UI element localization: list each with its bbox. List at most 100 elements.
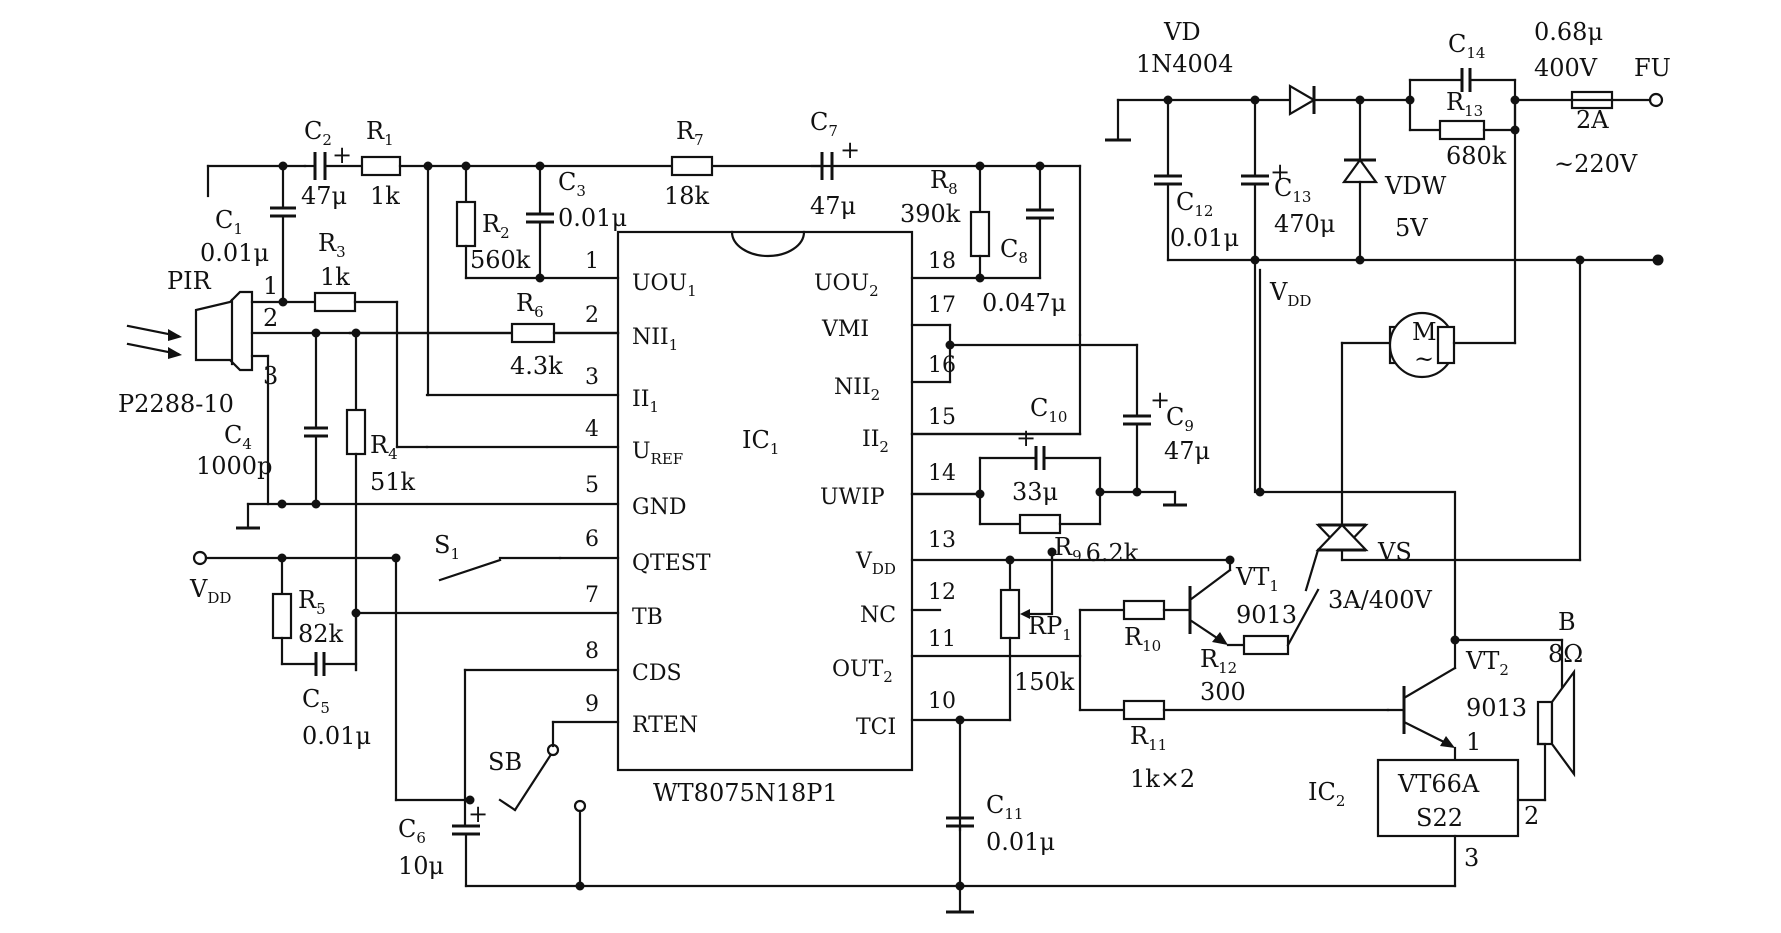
r11-value: 1k×2 xyxy=(1130,765,1195,793)
r12-label: R12 xyxy=(1200,645,1237,677)
c-uwip-polarity-plus: + xyxy=(1016,424,1036,452)
ic1-pin-10-name: TCI xyxy=(856,715,896,740)
c2-polarity-plus: + xyxy=(332,141,352,169)
ic1-pin-16-name: NII2 xyxy=(834,375,880,404)
rp1-section xyxy=(955,547,1235,832)
c8-value: 0.047μ xyxy=(982,289,1066,317)
ic2-label: IC2 xyxy=(1308,778,1345,810)
fu-label: FU xyxy=(1634,54,1671,82)
vt2-part: 9013 xyxy=(1466,694,1527,722)
c7-value: 47μ xyxy=(810,192,856,220)
c4-value: 1000p xyxy=(196,452,272,480)
r5-label: R5 xyxy=(298,586,326,618)
ic1-pin-4-num: 4 xyxy=(585,417,599,442)
ic1-pin-18-num: 18 xyxy=(928,249,956,274)
c10-label: C10 xyxy=(1030,394,1067,426)
ic1-pin-1-name: UOU1 xyxy=(632,271,697,300)
vdd-input-s1-section xyxy=(192,550,1457,891)
power-supply xyxy=(1105,68,1664,562)
c13-polarity-plus: + xyxy=(1270,158,1290,186)
vdd-rail-label: VDD xyxy=(1269,278,1311,310)
r6-value: 4.3k xyxy=(510,352,563,380)
vt1-part: 9013 xyxy=(1236,601,1297,629)
ic1-pin-16-num: 16 xyxy=(928,353,956,378)
r13-label: R13 xyxy=(1446,88,1483,120)
r3-label: R3 xyxy=(318,229,346,261)
gnd-left xyxy=(236,354,321,530)
vdw-label: VDW xyxy=(1384,172,1447,200)
r3 xyxy=(278,291,429,449)
c3-value: 0.01μ xyxy=(558,204,627,232)
ic1-pin-8-num: 8 xyxy=(585,639,599,664)
vt2-label: VT2 xyxy=(1465,647,1509,679)
c1-value: 0.01μ xyxy=(200,239,269,267)
c13-label: C13 xyxy=(1274,174,1311,206)
ic1-pin-10-num: 10 xyxy=(928,689,956,714)
ic1-pin-3-name: II1 xyxy=(632,387,659,416)
c9-c10-section xyxy=(910,323,1187,507)
c7-label: C7 xyxy=(810,108,838,140)
ic1-pin-2-name: NII1 xyxy=(632,325,678,354)
r7-label: R7 xyxy=(676,117,704,149)
c9-value: 47μ xyxy=(1164,437,1210,465)
r1-label: R1 xyxy=(366,117,394,149)
uwip-network xyxy=(910,446,1139,535)
ic1-pin-13-name: VDD xyxy=(855,549,896,578)
s1-label: S1 xyxy=(434,531,460,563)
r7-c7-section xyxy=(670,152,834,180)
ic1-pin-7-name: TB xyxy=(632,605,663,630)
ic1-pin-12-name: NC xyxy=(860,603,896,628)
ic1: IC1 WT8075N18P1 xyxy=(616,230,914,807)
r11-label: R11 xyxy=(1130,722,1167,754)
ic1-pin-12-num: 12 xyxy=(928,580,956,605)
r3-value: 1k xyxy=(320,263,350,291)
rp1-label: RP1 xyxy=(1028,612,1072,644)
c12-value: 0.01μ xyxy=(1170,224,1239,252)
c3-label: C3 xyxy=(558,168,586,200)
ic1-pin-11-num: 11 xyxy=(928,627,956,652)
r6 xyxy=(311,322,620,344)
motor xyxy=(1340,98,1517,379)
vt1-label: VT1 xyxy=(1235,563,1279,595)
ic1-pin-8-name: CDS xyxy=(632,661,682,686)
c14-rating: 400V xyxy=(1534,54,1598,82)
c8-label: C8 xyxy=(1000,235,1028,267)
c1-label: C1 xyxy=(215,206,243,238)
ic1-pin-7-num: 7 xyxy=(585,583,599,608)
speaker-value: 8Ω xyxy=(1548,640,1583,668)
fu-value: 2A xyxy=(1576,106,1609,134)
r8-c8-section xyxy=(969,161,1082,337)
vdw-value: 5V xyxy=(1395,214,1428,242)
ic1-pin-5-name: GND xyxy=(632,495,686,520)
ic1-pin-13-num: 13 xyxy=(928,528,956,553)
r1-value: 1k xyxy=(370,182,400,210)
r4-label: R4 xyxy=(370,431,398,463)
c6-polarity-plus: + xyxy=(468,800,488,828)
c9-label: C9 xyxy=(1166,403,1194,435)
ic1-pin-6-num: 6 xyxy=(585,527,599,552)
ic2-pin-1: 1 xyxy=(1466,728,1481,756)
ic1-pin-15-name: II2 xyxy=(862,427,889,456)
r13-value: 680k xyxy=(1446,142,1507,170)
r5-value: 82k xyxy=(298,620,344,648)
ic2-part-2: S22 xyxy=(1416,804,1463,832)
pir-sensor xyxy=(126,290,352,372)
c-uwip-value: 33μ xyxy=(1012,478,1058,506)
sb-label: SB xyxy=(488,748,522,776)
c11 xyxy=(946,816,974,914)
c2-value: 47μ xyxy=(301,182,347,210)
r6-label: R6 xyxy=(516,289,544,321)
ic1-pin-9-name: RTEN xyxy=(632,713,698,738)
vs-label: VS xyxy=(1377,538,1412,566)
ic1-pin-1-num: 1 xyxy=(585,249,599,274)
ic1-pin-11-name: OUT2 xyxy=(832,657,893,686)
r8-value: 390k xyxy=(900,200,961,228)
rp1-value: 150k xyxy=(1014,668,1075,696)
ic1-pin-9-num: 9 xyxy=(585,692,599,717)
vt2-section xyxy=(1386,492,1564,762)
ic1-pin-14-num: 14 xyxy=(928,461,956,486)
c5-value: 0.01μ xyxy=(302,722,371,750)
c4-label: C4 xyxy=(224,421,252,453)
